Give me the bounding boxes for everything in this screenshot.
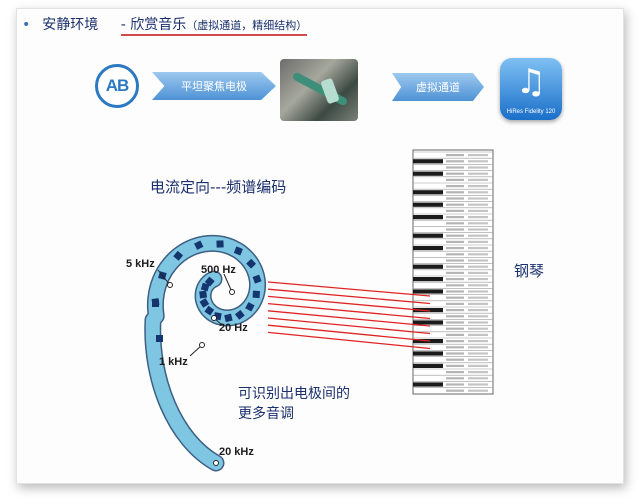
piano-black-key [413, 215, 443, 220]
caption-text: 可识别出电极间的 更多音调 [238, 384, 350, 424]
piano-black-key [413, 382, 443, 387]
flow-arrow-virtual-channel: 虚拟通道 [392, 73, 484, 101]
electrode-contact [204, 276, 215, 287]
music-app-icon: ♫ HiRes Fidelity 120 [500, 58, 562, 120]
header-title: 安静环境 [42, 17, 99, 33]
electrode-contact [224, 313, 233, 323]
piano-black-key [413, 289, 443, 294]
electrode-contact [200, 282, 210, 292]
mapping-line [267, 281, 431, 297]
electrode-contact [252, 274, 262, 284]
bullet-icon: • [22, 17, 31, 33]
mapping-line [267, 317, 431, 335]
mapping-line [267, 288, 431, 305]
caption-line-2: 更多音调 [238, 406, 294, 422]
section-title: 电流定向---频谱编码 [150, 178, 287, 196]
electrode-contact [252, 290, 260, 299]
piano-black-key [413, 320, 443, 325]
piano-black-key [413, 246, 443, 251]
label-20hz: 20 Hz [219, 322, 248, 334]
label-5khz: 5 kHz [126, 258, 155, 270]
piano-black-key [413, 363, 443, 368]
electrode-contact [156, 335, 163, 342]
label-leaders [157, 269, 235, 466]
music-note-icon: ♫ [515, 62, 547, 102]
piano-black-key [413, 351, 443, 356]
header-subtitle-main: 欣赏音乐 [130, 17, 187, 33]
electrode-contact [216, 240, 224, 248]
piano-keyboard-image [412, 149, 494, 395]
piano-black-key [413, 202, 443, 207]
mapping-line [267, 331, 431, 350]
electrode-contact [199, 298, 210, 308]
electrode-contact [234, 309, 245, 320]
piano-black-key [413, 190, 443, 195]
header-subtitle: - 欣赏音乐（虚拟通道，精细结构） [120, 17, 308, 36]
mapping-line [267, 302, 431, 320]
caption-line-1: 可识别出电极间的 [238, 386, 350, 402]
mapping-line [267, 310, 431, 327]
flow-arrow-flat-focus-electrode: 平坦聚焦电极 [152, 72, 276, 100]
electrode-contact [199, 290, 208, 299]
electrode-contact [204, 305, 215, 316]
electrode-contact [233, 246, 243, 256]
cochlea-spiral-image [144, 234, 266, 472]
frequency-mapping-lines [267, 281, 431, 350]
piano-black-key [413, 264, 443, 269]
piano-label: 钢琴 [514, 262, 545, 280]
electrode-contact [246, 258, 257, 269]
electrode-contact [194, 240, 204, 250]
electrode-photo [280, 59, 358, 121]
electrode-contact [245, 302, 255, 312]
label-500hz: 500 Hz [201, 264, 236, 276]
piano-black-key [413, 233, 443, 238]
music-app-label: HiRes Fidelity 120 [506, 109, 556, 115]
piano-black-key [413, 171, 443, 176]
ab-logo: AB [95, 64, 139, 108]
mapping-line [267, 324, 431, 342]
header-dash: - [120, 17, 126, 33]
label-20khz: 20 kHz [219, 446, 254, 458]
piano-black-key [413, 308, 443, 313]
label-1khz: 1 kHz [159, 356, 188, 368]
electrode-contact [152, 300, 159, 307]
piano-black-key [413, 159, 443, 164]
mapping-line [267, 295, 431, 312]
header-subtitle-paren: （虚拟通道，精细结构） [186, 19, 308, 32]
electrode-contact [173, 250, 184, 261]
piano-black-key [413, 277, 443, 282]
slide-header: • 安静环境 - 欣赏音乐（虚拟通道，精细结构） [22, 14, 308, 36]
